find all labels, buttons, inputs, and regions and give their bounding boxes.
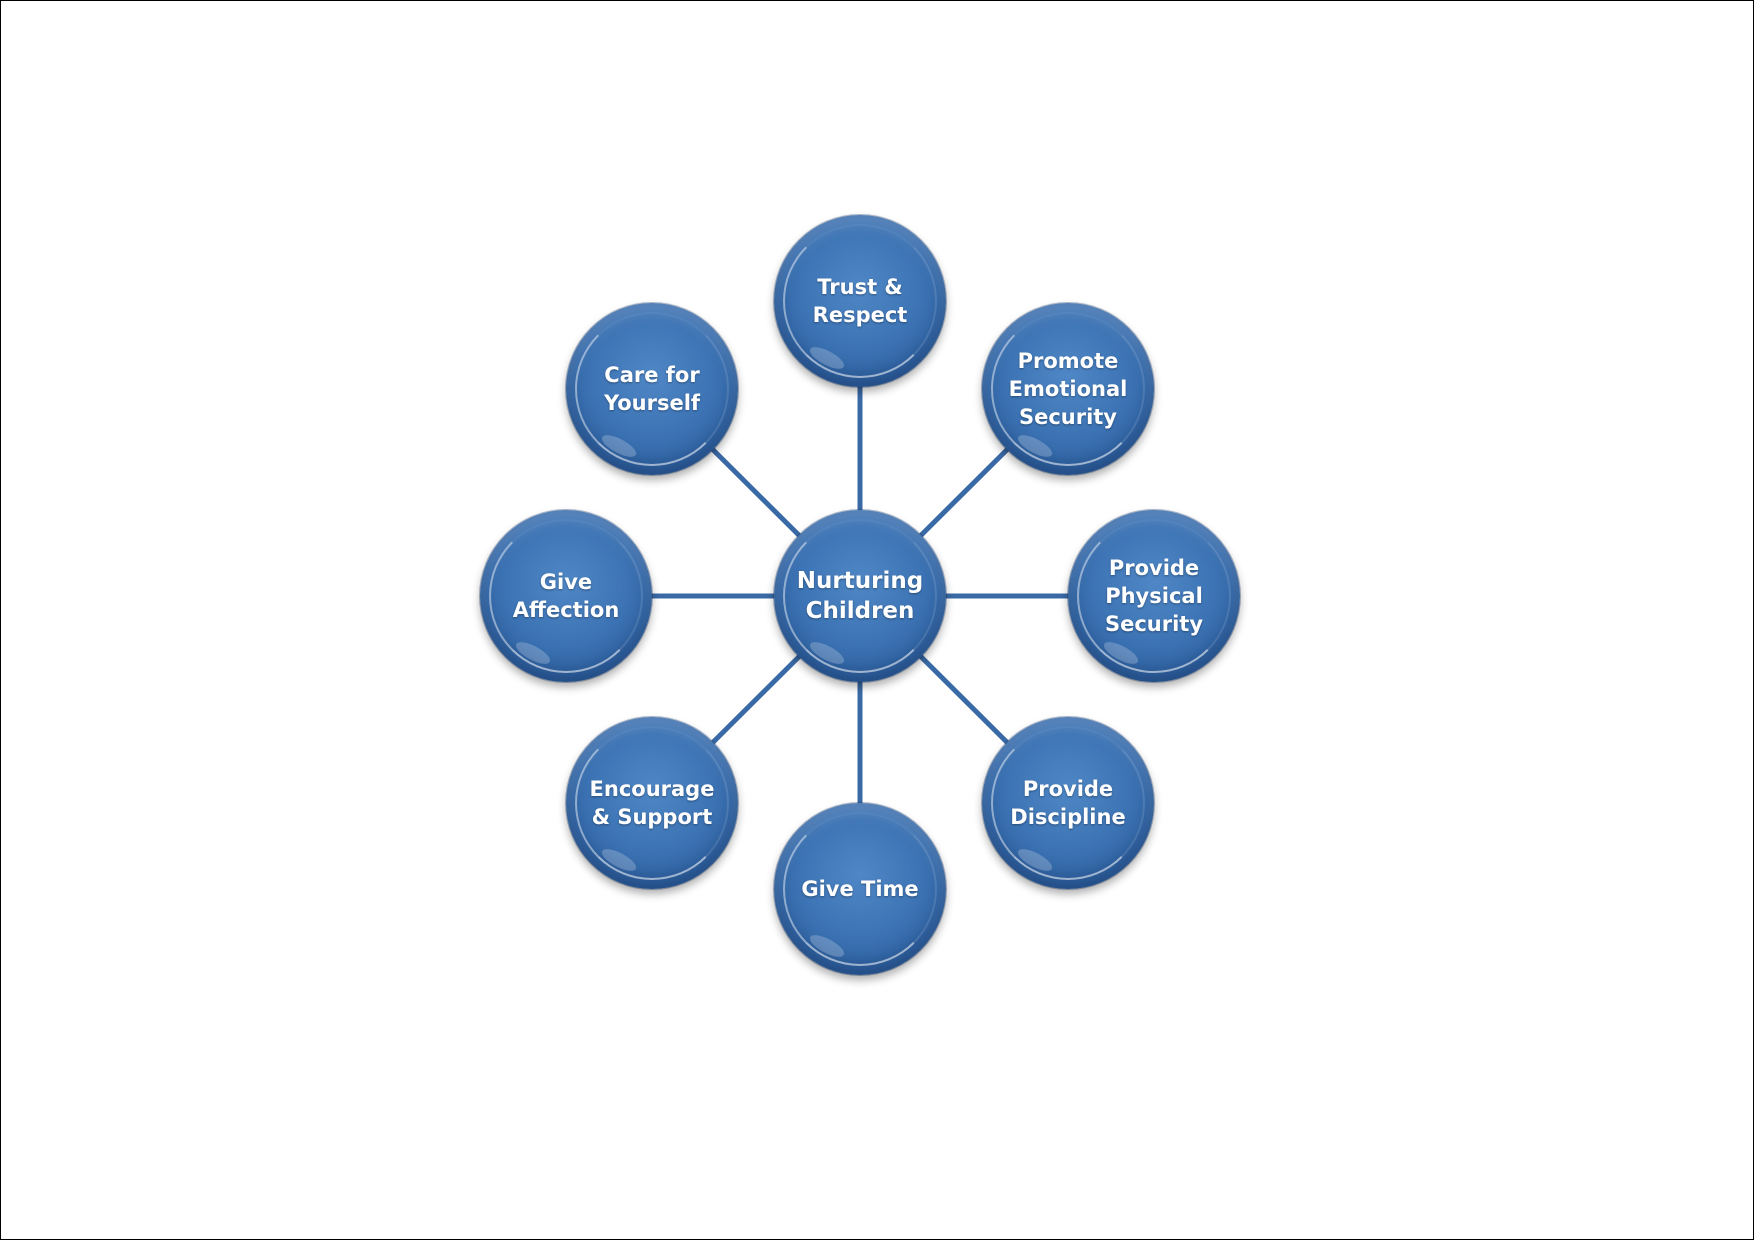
node-label: Encourage & Support — [589, 777, 715, 829]
node-label: Care for Yourself — [603, 363, 701, 415]
center-node-label: Nurturing Children — [796, 568, 924, 624]
node-label: Promote Emotional Security — [1008, 349, 1128, 429]
node-label: Provide Physical Security — [1104, 556, 1204, 636]
node-give-time: Give Time — [774, 803, 946, 975]
node-give-affection: Give Affection — [480, 510, 652, 682]
node-label: Trust & Respect — [812, 275, 908, 327]
node-label: Give Affection — [512, 570, 620, 622]
node-trust-respect: Trust & Respect — [774, 215, 946, 387]
node-encourage-support: Encourage & Support — [566, 717, 738, 889]
node-provide-discipline: Provide Discipline — [982, 717, 1154, 889]
node-provide-physical-security: Provide Physical Security — [1068, 510, 1240, 682]
center-node: Nurturing Children — [774, 510, 946, 682]
node-care-for-yourself: Care for Yourself — [566, 303, 738, 475]
node-promote-emotional-security: Promote Emotional Security — [982, 303, 1154, 475]
node-label: Give Time — [801, 877, 919, 901]
node-label: Provide Discipline — [1010, 777, 1126, 829]
